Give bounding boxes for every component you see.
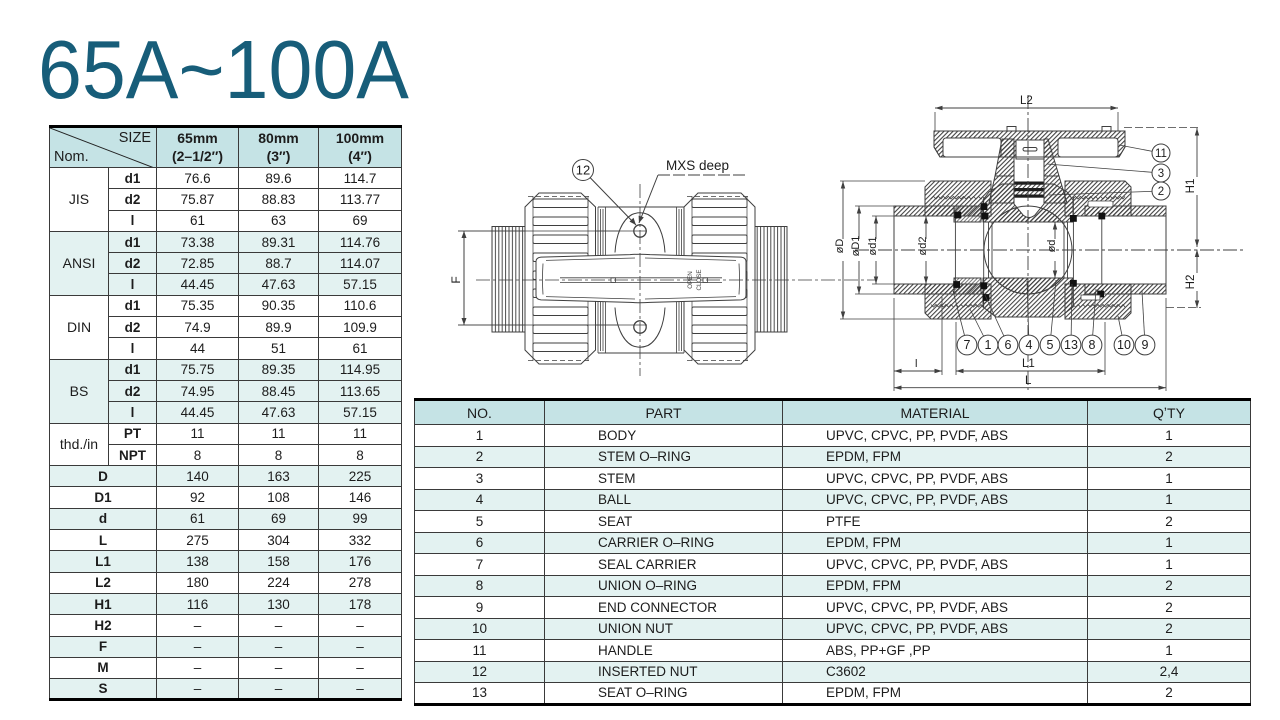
svg-text:H1: H1 [1185,179,1197,194]
svg-text:10: 10 [1117,338,1131,352]
svg-text:1: 1 [985,338,992,352]
svg-text:ød2: ød2 [917,237,929,256]
svg-text:13: 13 [1064,338,1078,352]
svg-text:CLOSE: CLOSE [696,270,703,291]
svg-text:6: 6 [1005,338,1012,352]
svg-text:3: 3 [1158,168,1164,180]
svg-text:H2: H2 [1185,275,1197,290]
svg-text:8: 8 [1089,338,1096,352]
svg-text:2: 2 [1158,186,1164,198]
svg-text:øD: øD [835,239,846,254]
svg-text:l: l [915,358,917,370]
svg-text:4: 4 [1026,338,1033,352]
svg-text:ød: ød [1046,240,1058,253]
svg-text:11: 11 [1155,148,1167,160]
svg-text:L2: L2 [1020,95,1033,107]
svg-text:7: 7 [964,338,971,352]
svg-text:øD1: øD1 [850,236,862,257]
svg-text:5: 5 [1047,338,1054,352]
svg-text:12: 12 [576,163,590,178]
svg-text:F: F [449,276,463,283]
svg-text:L: L [1025,375,1032,387]
svg-text:L1: L1 [1022,358,1035,370]
svg-text:ød1: ød1 [867,237,879,256]
svg-text:9: 9 [1142,338,1149,352]
svg-text:MXS deep: MXS deep [666,158,729,173]
